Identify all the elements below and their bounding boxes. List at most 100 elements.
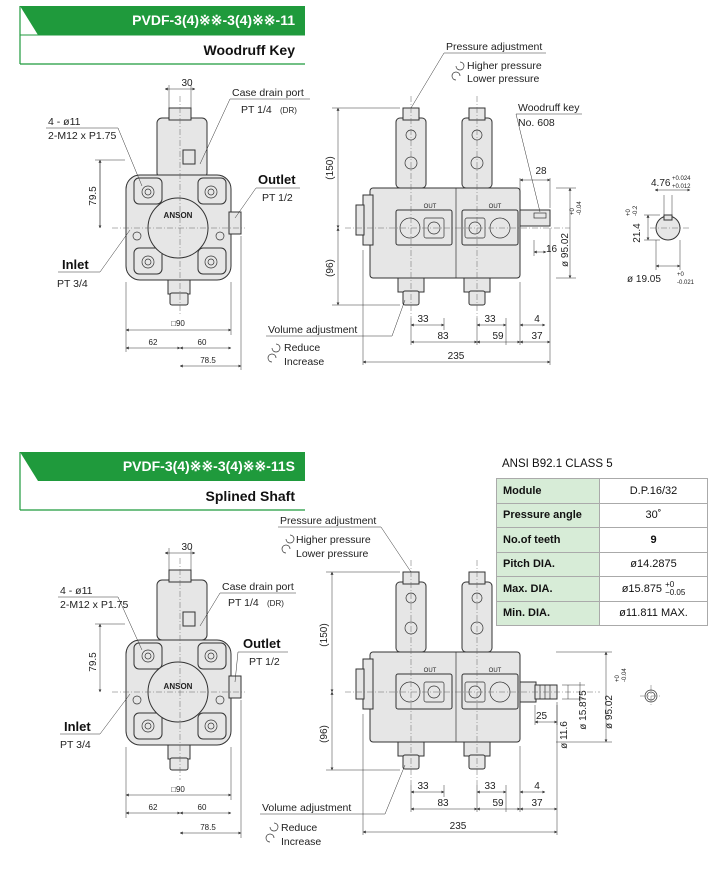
bottom-dim-sq90: □90 [171, 785, 185, 794]
spec-row: Pitch DIA.ø14.2875 [496, 551, 708, 577]
bottom-dim-dia11-6: ø 11.6 [559, 721, 570, 749]
bottom-dia95-tol-up: +0 [615, 674, 621, 682]
spec-key: Max. DIA. [496, 576, 600, 602]
top-key-w-up: +0.024 [672, 176, 691, 182]
top-side-labels: Pressure adjustment Higher pressure Lowe… [266, 41, 582, 368]
bottom-lower-pressure: Lower pressure [296, 548, 369, 560]
spec-value: ø15.875+0−0.05 [599, 576, 708, 602]
bottom-volume-adj: Volume adjustment [262, 802, 351, 814]
top-dia95-tol-up: +0 [570, 207, 576, 215]
bottom-dim-59: 59 [492, 798, 504, 809]
bottom-higher-pressure: Higher pressure [296, 534, 371, 546]
top-model-title: PVDF-3(4)※※-3(4)※※-11 [132, 12, 295, 28]
bottom-increase: Increase [281, 836, 321, 848]
top-key-h-up: +0 [626, 208, 632, 216]
spec-row: Min. DIA.ø11.811 MAX. [496, 600, 708, 626]
top-dim-4: 4 [534, 314, 540, 325]
bottom-dim-60: 60 [198, 803, 207, 812]
top-dim-78-5: 78.5 [200, 356, 216, 365]
spec-tol-lo: −0.05 [665, 587, 686, 597]
top-key-detail: 4.76 +0.024 +0.012 21.4 +0 -0.2 ø 19.05 … [626, 176, 695, 286]
bottom-inlet-label: Inlet [64, 719, 91, 734]
top-dim-83: 83 [437, 331, 449, 342]
top-outlet-label: Outlet [258, 172, 296, 187]
top-key-w: 4.76 [651, 178, 671, 189]
spec-value: ø11.811 MAX. [599, 600, 708, 626]
top-holes-thread: 2-M12 x P1.75 [48, 130, 116, 142]
top-higher-pressure-icon [455, 61, 465, 71]
top-dim-33a: 33 [417, 314, 429, 325]
bottom-inlet-size: PT 3/4 [60, 739, 91, 751]
top-front-dims: 30 79.5 □90 62 60 78.5 [88, 78, 245, 370]
top-side-view: OUT OUT [355, 107, 551, 306]
top-dim-79-5: 79.5 [88, 186, 99, 206]
top-woodruff-key: Woodruff key [518, 102, 580, 114]
top-dim-150: (150) [325, 156, 336, 179]
bottom-outlet-label: Outlet [243, 636, 281, 651]
top-out-2: OUT [489, 204, 502, 210]
bottom-dim-30: 30 [181, 542, 193, 553]
top-dia95-tol-lo: -0.04 [577, 201, 583, 215]
top-shaft-dia: ø 19.05 [627, 274, 661, 285]
bottom-dim-235: 235 [450, 821, 467, 832]
bottom-dim-96: (96) [319, 725, 330, 743]
spec-row: Max. DIA.ø15.875+0−0.05 [496, 576, 708, 602]
top-increase: Increase [284, 356, 324, 368]
top-volume-adj: Volume adjustment [268, 324, 357, 336]
bottom-case-drain-label: Case drain port [222, 581, 294, 593]
top-case-drain-size: PT 1/4 [241, 104, 272, 116]
top-increase-icon [267, 353, 277, 363]
top-higher-pressure: Higher pressure [467, 60, 542, 72]
top-dim-60: 60 [198, 338, 207, 347]
top-dim-62: 62 [149, 338, 158, 347]
top-dim-37: 37 [531, 331, 543, 342]
bottom-out-1: OUT [424, 668, 437, 674]
top-dim-96: (96) [325, 259, 336, 277]
top-logo: ANSON [164, 211, 193, 220]
top-front-view: ANSON [125, 107, 242, 306]
spec-value: ø14.2875 [599, 551, 708, 577]
top-inlet-label: Inlet [62, 257, 89, 272]
bottom-dim-33a: 33 [417, 781, 429, 792]
bottom-front-view: ANSON [125, 569, 242, 771]
bottom-dim-dia95: ø 95.02 [604, 695, 615, 729]
bottom-model-title: PVDF-3(4)※※-3(4)※※-11S [123, 458, 295, 474]
top-case-drain-label: Case drain port [232, 87, 304, 99]
top-dim-dia95: ø 95.02 [560, 233, 571, 267]
top-out-1: OUT [424, 204, 437, 210]
bottom-front-labels: Case drain port PT 1/4 (DR) Outlet PT 1/… [58, 581, 296, 751]
top-dim-235: 235 [448, 351, 465, 362]
bottom-dim-33b: 33 [484, 781, 496, 792]
top-dim-sq90: □90 [171, 319, 185, 328]
bottom-dim-25: 25 [536, 711, 548, 722]
top-pressure-adj: Pressure adjustment [446, 41, 542, 53]
bottom-holes-label: 4 - ø11 [60, 585, 93, 597]
top-header-band [20, 6, 305, 35]
top-reduce-icon [271, 343, 281, 353]
spec-value-text: ø15.875 [621, 582, 663, 595]
top-dim-33b: 33 [484, 314, 496, 325]
bottom-shaft-type: Splined Shaft [206, 488, 296, 504]
bottom-dia95-tol-lo: -0.04 [622, 668, 628, 682]
bottom-lower-pressure-icon [281, 544, 291, 554]
bottom-spline-detail [640, 685, 662, 707]
bottom-holes-thread: 2-M12 x P1.75 [60, 599, 128, 611]
bottom-dim-dia15-875: ø 15.875 [578, 690, 589, 730]
spec-value-text: D.P.16/32 [629, 484, 678, 497]
bottom-pressure-adj: Pressure adjustment [280, 515, 376, 527]
spec-value-text: 9 [650, 533, 657, 546]
bottom-out-2: OUT [489, 668, 502, 674]
spec-key: Pressure angle [496, 502, 600, 528]
top-header: PVDF-3(4)※※-3(4)※※-11 Woodruff Key [19, 6, 305, 65]
top-dim-59: 59 [492, 331, 504, 342]
top-case-drain-dr: (DR) [280, 106, 297, 115]
top-dim-16: 16 [546, 244, 558, 255]
bottom-header: PVDF-3(4)※※-3(4)※※-11S Splined Shaft [19, 452, 305, 511]
spec-value: D.P.16/32 [599, 478, 708, 504]
top-inlet-size: PT 3/4 [57, 278, 88, 290]
spec-table-title: ANSI B92.1 CLASS 5 [502, 458, 613, 470]
